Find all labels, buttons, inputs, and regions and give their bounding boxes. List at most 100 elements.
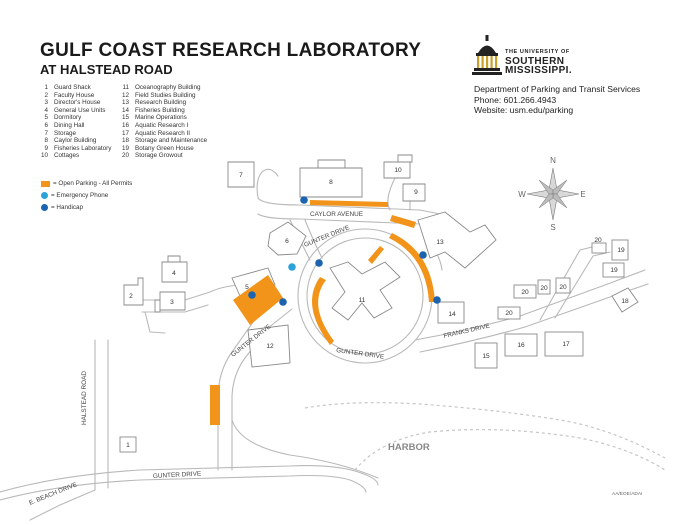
building-number: 20 [540,285,548,292]
building-number: 14 [448,311,456,318]
parking-loop-north[interactable] [368,246,384,264]
building-18[interactable] [611,287,639,313]
building-number: 20 [521,289,529,296]
parking-loop-east[interactable] [389,233,435,302]
handicap-icon[interactable] [300,196,308,204]
buildings [119,154,639,453]
building-6[interactable] [267,221,307,256]
building-20c[interactable] [537,279,551,295]
building-number: 12 [266,343,274,350]
parking-key: = Open Parking - All Permits [41,180,132,187]
department-phone: Phone: 601.266.4943 [474,94,557,105]
handicap-key: = Handicap [41,204,83,211]
building-number: 2 [129,293,133,300]
building-number: 1 [126,442,130,449]
building-20b[interactable] [513,284,537,299]
building-number: 5 [245,284,249,291]
compass-s: S [550,223,555,232]
building-number: 3 [170,299,174,306]
parking-lot-caylor[interactable] [310,200,388,207]
building-number: 16 [517,342,525,349]
emergency-phone-key: = Emergency Phone [41,192,108,199]
map-subtitle: AT HALSTEAD ROAD [40,62,173,77]
department-website: Website: usm.edu/parking [474,105,574,115]
parking-lot-dorm[interactable] [233,275,283,325]
parking-swatch [41,180,50,187]
building-19b[interactable] [602,262,625,278]
emergency-phone-icon[interactable] [288,263,296,271]
building-8[interactable] [299,159,363,198]
handicap-icon [41,204,48,211]
label-gunter-drive-bottom: GUNTER DRIVE [153,470,202,480]
building-number: 7 [239,172,243,179]
building-20d[interactable] [555,277,571,294]
handicap-icon[interactable] [419,251,427,259]
building-17[interactable] [544,331,584,357]
building-12[interactable] [247,324,291,368]
building-number: 9 [414,189,418,196]
handicap-icon[interactable] [248,291,256,299]
compass-n: N [550,156,556,165]
building-2[interactable] [123,277,144,306]
building-number: 19 [610,267,618,274]
building-number: 10 [394,167,402,174]
footer-note: AA/EOE/ADAI [612,492,643,497]
building-20e[interactable] [497,306,521,320]
department-name: Department of Parking and Transit Servic… [474,84,641,94]
handicap-icon[interactable] [279,298,287,306]
handicap-icon[interactable] [315,259,323,267]
parking-lot-gunter[interactable] [210,385,220,425]
label-e-beach-drive: E. BEACH DRIVE [28,481,78,507]
compass-rose-icon [526,167,580,221]
building-19a[interactable] [611,239,629,261]
university-dome-logo-icon [472,35,502,75]
building-10[interactable] [383,154,413,179]
parking-loop-west[interactable] [312,277,334,345]
building-3[interactable] [154,291,186,313]
building-15[interactable] [474,342,498,369]
label-franks-drive: FRANKS DRIVE [443,323,491,340]
building-number: 18 [621,298,629,305]
parking-lot-avenue-east[interactable] [390,215,416,228]
building-11[interactable] [329,261,401,321]
building-13[interactable] [417,211,497,269]
building-5[interactable] [231,267,276,297]
building-number: 11 [359,297,366,304]
building-9[interactable] [402,183,426,202]
building-number: 19 [617,247,625,254]
label-harbor: HARBOR [388,442,430,453]
map-title: GULF COAST RESEARCH LABORATORY [40,40,422,61]
parking-areas [210,200,435,425]
building-14[interactable] [437,301,465,324]
building-number: 15 [482,353,490,360]
markers [248,196,441,306]
building-16[interactable] [504,333,538,357]
handicap-icon[interactable] [433,296,441,304]
label-gunter-drive-south: GUNTER DRIVE [336,347,385,361]
building-20a[interactable] [591,242,607,254]
building-7[interactable] [227,161,255,188]
building-4[interactable] [161,255,188,283]
building-1[interactable] [119,436,137,453]
building-number: 4 [172,270,176,277]
